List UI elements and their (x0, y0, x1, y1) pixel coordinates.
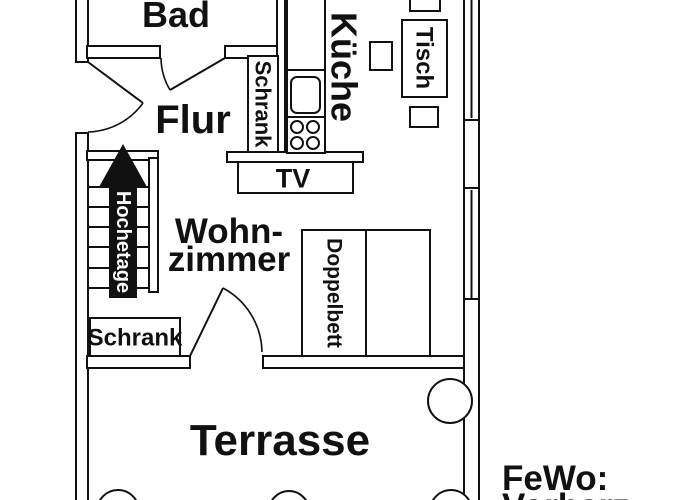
double-bed-label: Doppelbett (323, 238, 346, 348)
terrace-round-seat (431, 489, 471, 500)
stair-right-rail (148, 157, 159, 293)
tv-outline (237, 161, 354, 194)
terrace-wall-right (262, 355, 466, 369)
terrasse-room-label: Terrasse (190, 416, 370, 465)
living-closet-label: Schrank (88, 325, 183, 352)
entry-door-leaf (87, 61, 144, 104)
fewo-caption-line2: Vorharz (502, 487, 630, 500)
hall-closet-label: Schrank (251, 61, 276, 149)
dining-table (401, 19, 448, 98)
terrace-door-leaf (189, 287, 224, 357)
wohnzimmer-room-label-line2: zimmer (168, 240, 291, 279)
terrace-round-seat (98, 489, 138, 500)
left-wall-upper (75, 0, 89, 63)
left-wall-lower (75, 132, 89, 500)
hochetage-label: Hochetage (112, 191, 134, 293)
chair (409, 0, 441, 12)
up-arrow-icon (99, 144, 147, 298)
living-closet: Schrank (88, 317, 183, 357)
stove-burner (306, 120, 320, 134)
flur-room-label: Flur (155, 98, 231, 142)
wohnzimmer-room-label-line1: Wohn- (175, 212, 283, 251)
entry-door (87, 61, 144, 133)
terrace-wall-left (86, 355, 191, 369)
loft-staircase: Hochetage (86, 144, 159, 298)
stove-burner (290, 136, 304, 150)
stove-burner (306, 136, 320, 150)
entry-door-swing (87, 102, 144, 133)
living-closet-outline (89, 317, 181, 357)
hall-closet: Schrank (247, 55, 279, 153)
terrace-round-seat (271, 490, 307, 500)
stove-burner (290, 120, 304, 134)
kitchen-counter (286, 0, 326, 154)
bad-room-label: Bad (142, 0, 210, 35)
tv-unit: TV (237, 161, 354, 194)
bad-door-leaf (169, 57, 226, 91)
terrace-round-table (427, 378, 473, 424)
fewo-caption-line1: FeWo: (502, 459, 608, 498)
tv-label: TV (276, 164, 311, 194)
bad-bottom-wall-left (86, 45, 161, 59)
bad-door-swing (160, 57, 171, 91)
dining-set: Tisch (369, 0, 448, 128)
terrace-door-swing (222, 287, 263, 353)
sink (290, 76, 321, 114)
kueche-room-label: Küche (324, 12, 365, 122)
chair (369, 41, 393, 71)
bad-door (160, 57, 226, 91)
double-bed: Doppelbett (301, 229, 431, 357)
dining-table-label: Tisch (411, 27, 438, 89)
chair (409, 106, 439, 128)
hall-closet-outline (247, 55, 279, 153)
terrace-door (189, 287, 263, 357)
